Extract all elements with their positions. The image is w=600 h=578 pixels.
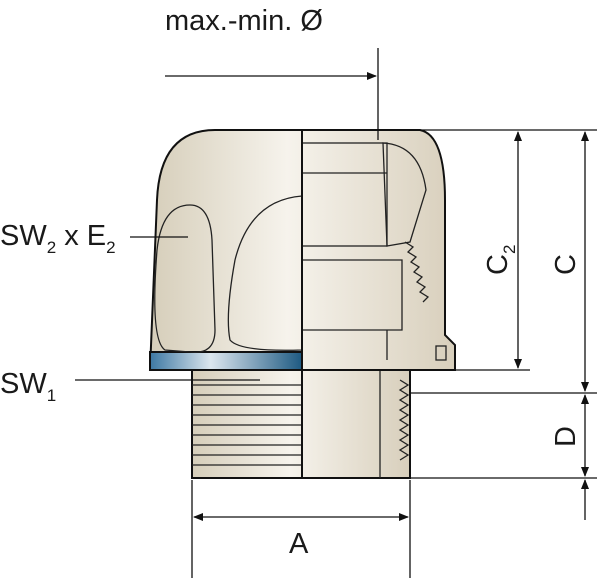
label-c: C	[550, 254, 582, 275]
label-d: D	[550, 426, 582, 447]
label-sw2-e2: SW2 x E2	[0, 220, 116, 257]
dimension-lines	[75, 48, 597, 578]
label-sw1: SW1	[0, 368, 56, 405]
label-c2: C2	[482, 245, 519, 275]
label-diameter: max.-min. Ø	[165, 5, 323, 37]
label-a: A	[289, 528, 309, 560]
